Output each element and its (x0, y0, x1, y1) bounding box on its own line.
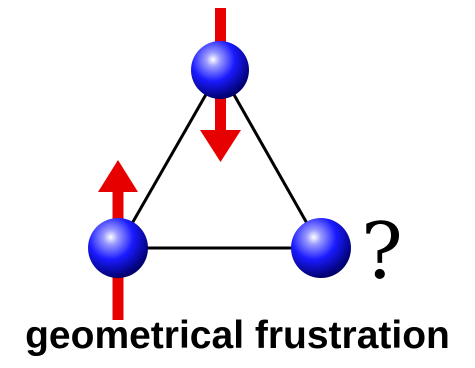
atom-bottom-left (88, 218, 148, 278)
diagram-title: geometrical frustration (0, 311, 475, 361)
question-mark-symbol: ? (361, 207, 403, 297)
bond-top-right (220, 70, 321, 248)
bond-top-left (118, 70, 220, 248)
atom-top (191, 41, 249, 99)
atom-bottom-right (291, 218, 351, 278)
